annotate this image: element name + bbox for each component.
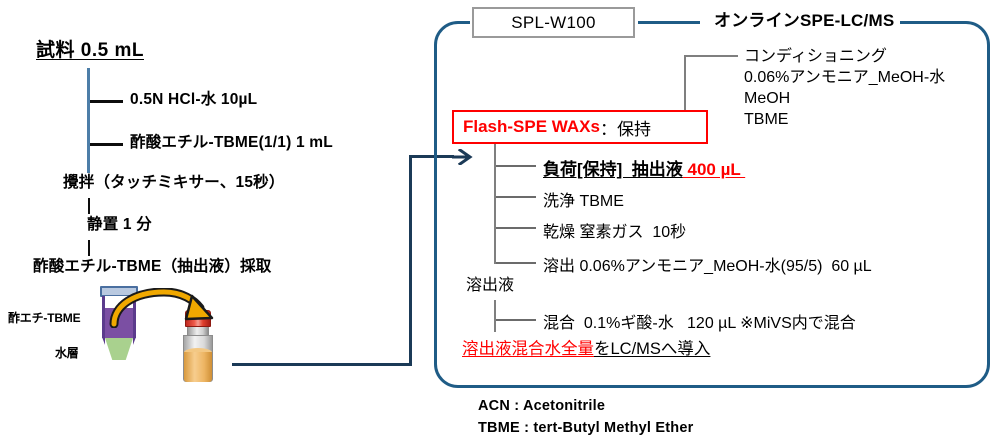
tube-label-aqueous: 水層 bbox=[55, 346, 79, 360]
tube-label-organic: 酢エチ-TBME bbox=[8, 311, 81, 325]
flash-spe-box: Flash-SPE WAXs：保持 bbox=[452, 110, 708, 144]
eluate-label: 溶出液 bbox=[466, 277, 515, 294]
step-wash: 洗浄 TBME bbox=[543, 193, 624, 210]
flow-connector-vertical bbox=[409, 155, 412, 366]
conditioning-block: コンディショニング 0.06%アンモニア_MeOH-水 MeOH TBME bbox=[744, 46, 945, 130]
final-injection-line: 溶出液混合水全量をLC/MSへ導入 bbox=[462, 340, 710, 359]
conditioning-heading: コンディショニング bbox=[744, 48, 887, 65]
step-mix: 混合 0.1%ギ酸-水 120 µL ※MiVS内で混合 bbox=[543, 315, 856, 332]
left-node-connector-1 bbox=[88, 198, 90, 214]
conditioning-line-1: 0.06%アンモニア_MeOH-水 bbox=[744, 69, 946, 87]
left-node-connector-2 bbox=[88, 240, 90, 256]
legend-tbme: TBME : tert-Butyl Methyl Ether bbox=[478, 420, 694, 436]
legend-acn: ACN : Acetonitrile bbox=[478, 398, 606, 414]
flash-spe-name: Flash-SPE WAXs bbox=[463, 117, 600, 136]
final-injection-rest: をLC/MSへ導入 bbox=[594, 340, 711, 358]
step-load-label: 負荷[保持] 抽出液 bbox=[543, 160, 683, 179]
final-injection-highlight: 溶出液混合水全量 bbox=[462, 340, 594, 358]
flow-arrowhead-icon bbox=[452, 149, 473, 165]
step-connector-1 bbox=[496, 165, 536, 167]
conditioning-connector-vertical bbox=[684, 56, 686, 114]
vial-liquid-icon bbox=[184, 352, 212, 382]
left-step-acid: 0.5N HCl-水 10µL bbox=[130, 91, 258, 108]
instrument-label-text: SPL-W100 bbox=[511, 12, 596, 32]
transfer-arrow-icon bbox=[109, 288, 214, 328]
step-tree-stem-lower bbox=[494, 300, 496, 332]
step-elute: 溶出 0.06%アンモニア_MeOH-水(95/5) 60 µL bbox=[543, 258, 872, 275]
step-connector-4 bbox=[496, 262, 536, 264]
conditioning-connector-horizontal bbox=[684, 55, 738, 57]
left-node-standing: 静置 1 分 bbox=[87, 216, 152, 233]
conditioning-line-3: TBME bbox=[744, 111, 789, 129]
step-load: 負荷[保持] 抽出液 400 µL bbox=[543, 155, 745, 180]
step-dry: 乾燥 窒素ガス 10秒 bbox=[543, 224, 687, 241]
flash-spe-mode: ：保持 bbox=[599, 119, 651, 139]
left-flow-stem bbox=[87, 68, 90, 173]
step-tree-stem-upper bbox=[494, 144, 496, 264]
left-branch-connector-2 bbox=[90, 143, 123, 146]
left-branch-connector-1 bbox=[90, 100, 123, 103]
panel-title: オンラインSPE-LC/MS bbox=[708, 11, 901, 31]
conditioning-line-2: MeOH bbox=[744, 90, 791, 108]
left-node-collect: 酢酸エチル-TBME（抽出液）採取 bbox=[33, 258, 272, 275]
step-connector-5 bbox=[496, 319, 536, 321]
left-step-solvent: 酢酸エチル-TBME(1/1) 1 mL bbox=[130, 134, 333, 151]
step-load-value: 400 µL bbox=[682, 160, 746, 179]
flow-connector-into-panel bbox=[409, 155, 454, 158]
step-connector-2 bbox=[496, 196, 536, 198]
flow-connector-horizontal bbox=[232, 363, 412, 366]
microtube-taper-outline-icon bbox=[102, 337, 136, 362]
instrument-label-box: SPL-W100 bbox=[472, 7, 635, 38]
left-node-vortex: 攪拌（タッチミキサー、15秒） bbox=[63, 174, 285, 191]
sample-title: 試料 0.5 mL bbox=[36, 40, 144, 61]
step-connector-3 bbox=[496, 227, 536, 229]
microtube-aqueous-layer-icon bbox=[105, 338, 133, 360]
